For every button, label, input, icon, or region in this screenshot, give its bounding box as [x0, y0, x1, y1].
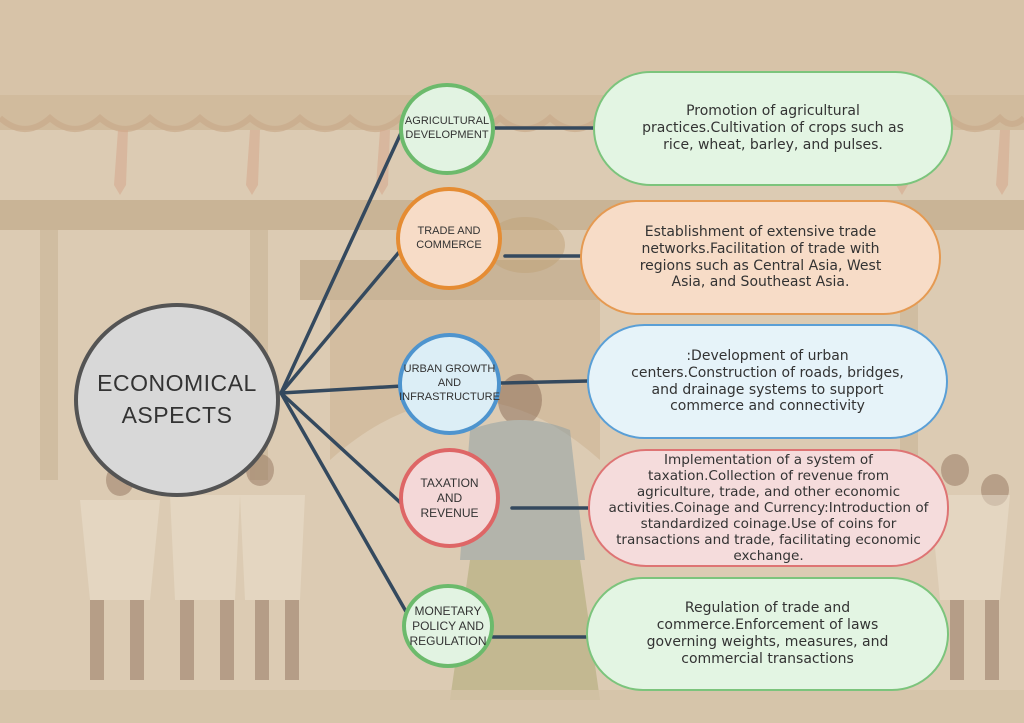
- branch-monetary-policy: MONETARY POLICY AND REGULATION: [402, 584, 494, 668]
- connector-agriculture: [279, 131, 403, 395]
- link-urban-detail: [499, 379, 590, 385]
- branch-urban-growth: URBAN GROWTH AND INFRASTRUCTURE: [398, 333, 501, 435]
- detail-taxation-and-revenue: Implementation of a system of taxation.C…: [588, 449, 949, 567]
- connector-urban: [279, 384, 404, 395]
- detail-monetary-policy: Regulation of trade and commerce.Enforce…: [586, 577, 949, 691]
- branch-trade-and-commerce: TRADE AND COMMERCE: [396, 187, 502, 290]
- connector-taxation: [279, 391, 406, 508]
- branch-title: TRADE AND COMMERCE: [416, 224, 482, 251]
- detail-text: Promotion of agricultural practices.Cult…: [642, 103, 904, 153]
- branch-agricultural-development: AGRICULTURAL DEVELOPMENT: [399, 83, 495, 175]
- branch-title: URBAN GROWTH AND INFRASTRUCTURE: [399, 363, 500, 403]
- branch-taxation-and-revenue: TAXATION AND REVENUE: [399, 448, 500, 548]
- detail-text: Establishment of extensive trade network…: [639, 223, 882, 291]
- detail-text: Implementation of a system of taxation.C…: [608, 451, 929, 565]
- branch-title: AGRICULTURAL DEVELOPMENT: [404, 115, 490, 141]
- detail-text: Regulation of trade and commerce.Enforce…: [646, 600, 889, 667]
- detail-urban-growth: :Development of urban centers.Constructi…: [587, 324, 948, 439]
- connector-monetary: [279, 391, 410, 617]
- connector-trade: [279, 243, 407, 395]
- branch-title: MONETARY POLICY AND REGULATION: [409, 603, 487, 648]
- branch-title: TAXATION AND REVENUE: [420, 475, 479, 520]
- detail-trade-and-commerce: Establishment of extensive trade network…: [580, 200, 941, 315]
- detail-text: :Development of urban centers.Constructi…: [631, 347, 904, 415]
- central-topic-label: ECONOMICAL ASPECTS: [97, 370, 257, 428]
- central-topic: ECONOMICAL ASPECTS: [74, 303, 280, 497]
- detail-agricultural-development: Promotion of agricultural practices.Cult…: [593, 71, 953, 186]
